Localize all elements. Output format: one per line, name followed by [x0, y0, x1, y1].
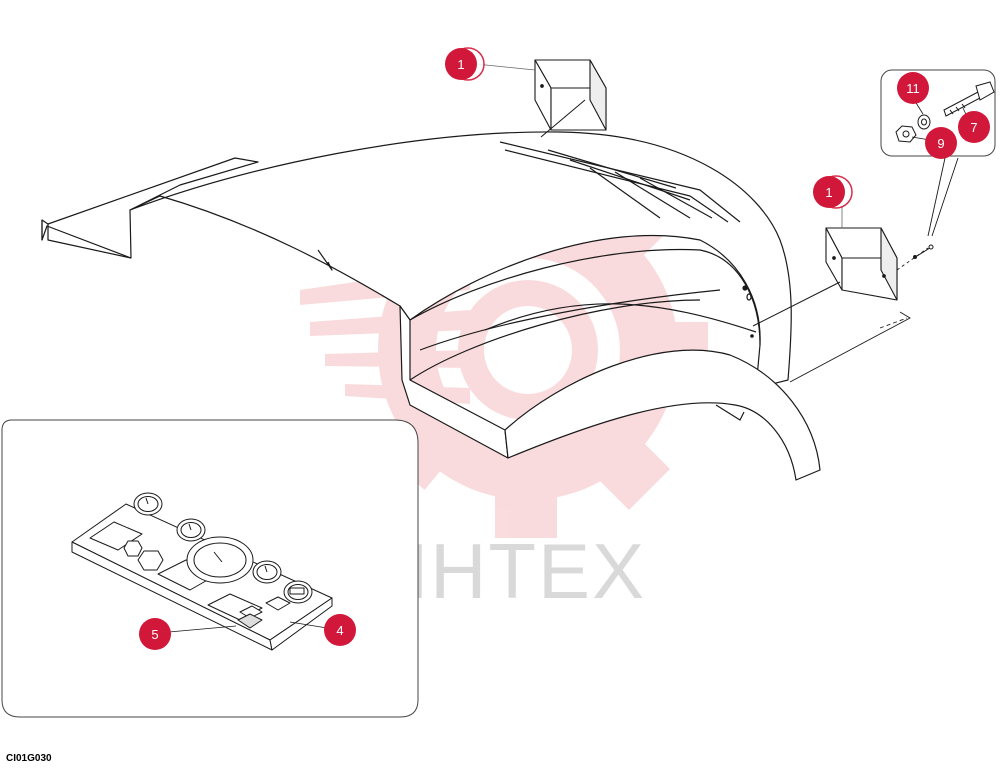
callout-4: 4	[324, 614, 356, 646]
instrument-panel-inset	[1, 419, 419, 718]
callout-7-label: 7	[970, 120, 977, 135]
fastener-leaders	[927, 157, 959, 237]
callout-11-label: 11	[906, 81, 920, 96]
callout-1-side-label: 1	[825, 185, 832, 200]
figure-code: CI01G030	[6, 753, 52, 764]
decal-side-leader	[752, 281, 841, 327]
callout-1-top: 1	[445, 47, 536, 81]
alignment-lines	[789, 247, 929, 383]
nut-part	[895, 125, 917, 143]
callout-5-label: 5	[151, 627, 158, 642]
hood-panel	[41, 131, 821, 481]
washer-part	[917, 114, 931, 130]
callout-7: 7	[958, 111, 990, 143]
decal-side	[825, 227, 898, 301]
panel-leaders	[168, 621, 328, 633]
callout-9: 9	[925, 127, 957, 159]
callout-5: 5	[139, 618, 171, 650]
decal-top-leader	[540, 99, 586, 138]
callout-1-top-label: 1	[457, 57, 464, 72]
instrument-panel	[71, 492, 333, 651]
callout-1-side: 1	[813, 175, 853, 228]
callout-4-label: 4	[336, 623, 343, 638]
decal-top	[534, 59, 607, 131]
callout-9-label: 9	[937, 136, 944, 151]
callout-11: 11	[897, 72, 929, 104]
small-screw	[913, 244, 934, 259]
bolt-part	[943, 81, 995, 117]
